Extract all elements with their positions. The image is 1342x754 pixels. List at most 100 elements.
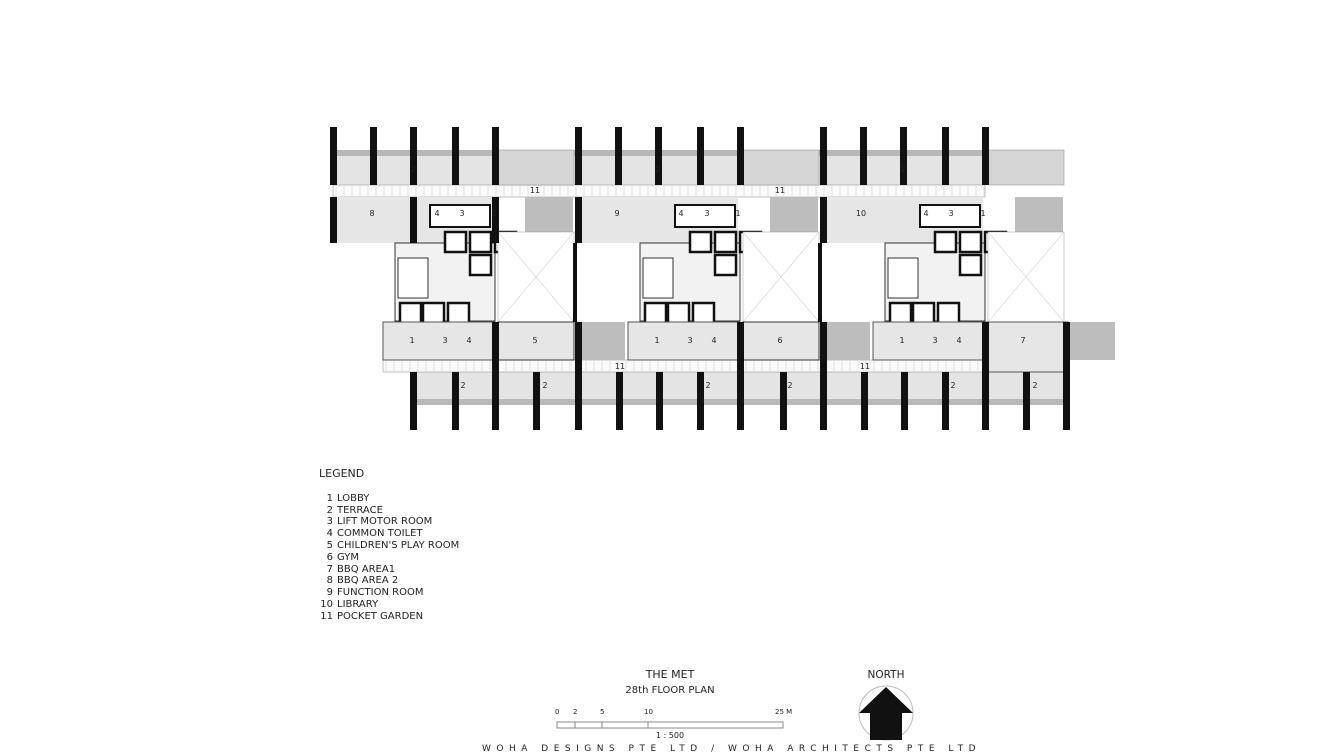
room-number-label: 8 — [369, 209, 374, 218]
column — [1063, 372, 1070, 430]
column — [330, 197, 337, 243]
lift — [421, 301, 446, 325]
column — [900, 127, 907, 185]
plan-line — [987, 231, 1065, 323]
room-number-label: 3 — [948, 209, 953, 218]
column — [492, 197, 499, 243]
room-number-label: 3 — [459, 209, 464, 218]
legend-label: TERRACE — [337, 504, 383, 516]
legend-label: GYM — [337, 551, 359, 563]
room-number-label: 11 — [615, 362, 625, 371]
legend-number: 8 — [326, 575, 333, 587]
scale-tick-label: 10 — [644, 708, 653, 716]
project-title: THE MET — [645, 668, 695, 681]
scale-tick-label: 25 M — [775, 708, 793, 716]
north-label: NORTH — [867, 669, 905, 681]
legend-label: LOBBY — [337, 492, 370, 504]
room-number-label: 1 — [491, 209, 496, 218]
room-number-label: 4 — [434, 209, 439, 218]
room-number-label: 1 — [899, 336, 904, 345]
column — [410, 197, 417, 243]
column — [737, 322, 744, 372]
room — [742, 321, 820, 361]
lift-motor-room — [674, 204, 736, 228]
column — [697, 372, 704, 430]
pocket-garden — [742, 149, 820, 186]
legend-number: 3 — [326, 516, 333, 528]
stair — [887, 257, 919, 299]
room-number-label: 2 — [542, 381, 547, 390]
legend-label: FUNCTION ROOM — [337, 587, 424, 599]
column — [492, 127, 499, 185]
lift — [398, 301, 423, 325]
credit-line: WOHA DESIGNS PTE LTD / WOHA ARCHITECTS P… — [482, 744, 982, 754]
lift — [443, 230, 468, 254]
legend-item: 11 POCKET GARDEN — [319, 611, 459, 623]
lobby — [872, 321, 986, 361]
room-number-label: 11 — [530, 186, 540, 195]
pocket-garden — [820, 322, 870, 360]
legend-label: CHILDREN'S PLAY ROOM — [337, 539, 460, 551]
room-number-label: 1 — [409, 336, 414, 345]
column — [492, 372, 499, 430]
pocket-garden — [575, 322, 625, 360]
scale-tick-label: 5 — [600, 708, 605, 716]
column — [820, 197, 827, 243]
column — [982, 127, 989, 185]
room-number-label: 3 — [687, 336, 692, 345]
column — [492, 322, 499, 372]
room-number-label: 1 — [654, 336, 659, 345]
room-number-label: 3 — [442, 336, 447, 345]
legend-label: BBQ AREA1 — [337, 563, 396, 575]
room-number-label: 10 — [856, 209, 866, 218]
room-number-label: 2 — [950, 381, 955, 390]
room-number-label: 5 — [532, 336, 537, 345]
lift — [933, 230, 958, 254]
plan-line — [497, 231, 575, 323]
legend-number: 4 — [326, 528, 333, 540]
lift — [958, 230, 983, 254]
legend-item: 3 LIFT MOTOR ROOM — [319, 516, 459, 528]
column — [616, 372, 623, 430]
legend-number: 11 — [320, 610, 333, 622]
column — [942, 127, 949, 185]
stair — [397, 257, 429, 299]
room-number-label: 2 — [410, 165, 415, 174]
lift — [446, 301, 471, 325]
lobby — [627, 321, 741, 361]
column — [982, 372, 989, 430]
lift-motor-room — [919, 204, 981, 228]
room-number-label: 4 — [956, 336, 961, 345]
legend-number: 1 — [326, 492, 333, 504]
pocket-garden — [770, 197, 818, 232]
legend-number: 6 — [326, 551, 333, 563]
pocket-garden — [1015, 197, 1063, 232]
column — [330, 127, 337, 185]
scale-tick-label: 0 — [555, 708, 560, 716]
stair — [642, 257, 674, 299]
plan-line — [742, 231, 820, 323]
column — [820, 127, 827, 185]
room-number-label: 4 — [711, 336, 716, 345]
legend-item: 1 LOBBY — [319, 493, 459, 505]
legend-label: LIFT MOTOR ROOM — [337, 516, 433, 528]
legend-number: 10 — [320, 598, 333, 610]
pocket-garden — [987, 149, 1065, 186]
legend-label: POCKET GARDEN — [337, 610, 424, 622]
column — [1063, 322, 1070, 372]
floor-plan-geometry — [330, 127, 1115, 430]
scale-ratio: 1 : 500 — [655, 731, 685, 740]
lift — [713, 253, 738, 277]
column — [780, 372, 787, 430]
column — [861, 372, 868, 430]
column — [655, 127, 662, 185]
lift — [688, 230, 713, 254]
lift — [713, 230, 738, 254]
column — [410, 372, 417, 430]
lobby — [382, 321, 496, 361]
column — [820, 322, 827, 372]
lift — [468, 230, 493, 254]
column — [697, 127, 704, 185]
